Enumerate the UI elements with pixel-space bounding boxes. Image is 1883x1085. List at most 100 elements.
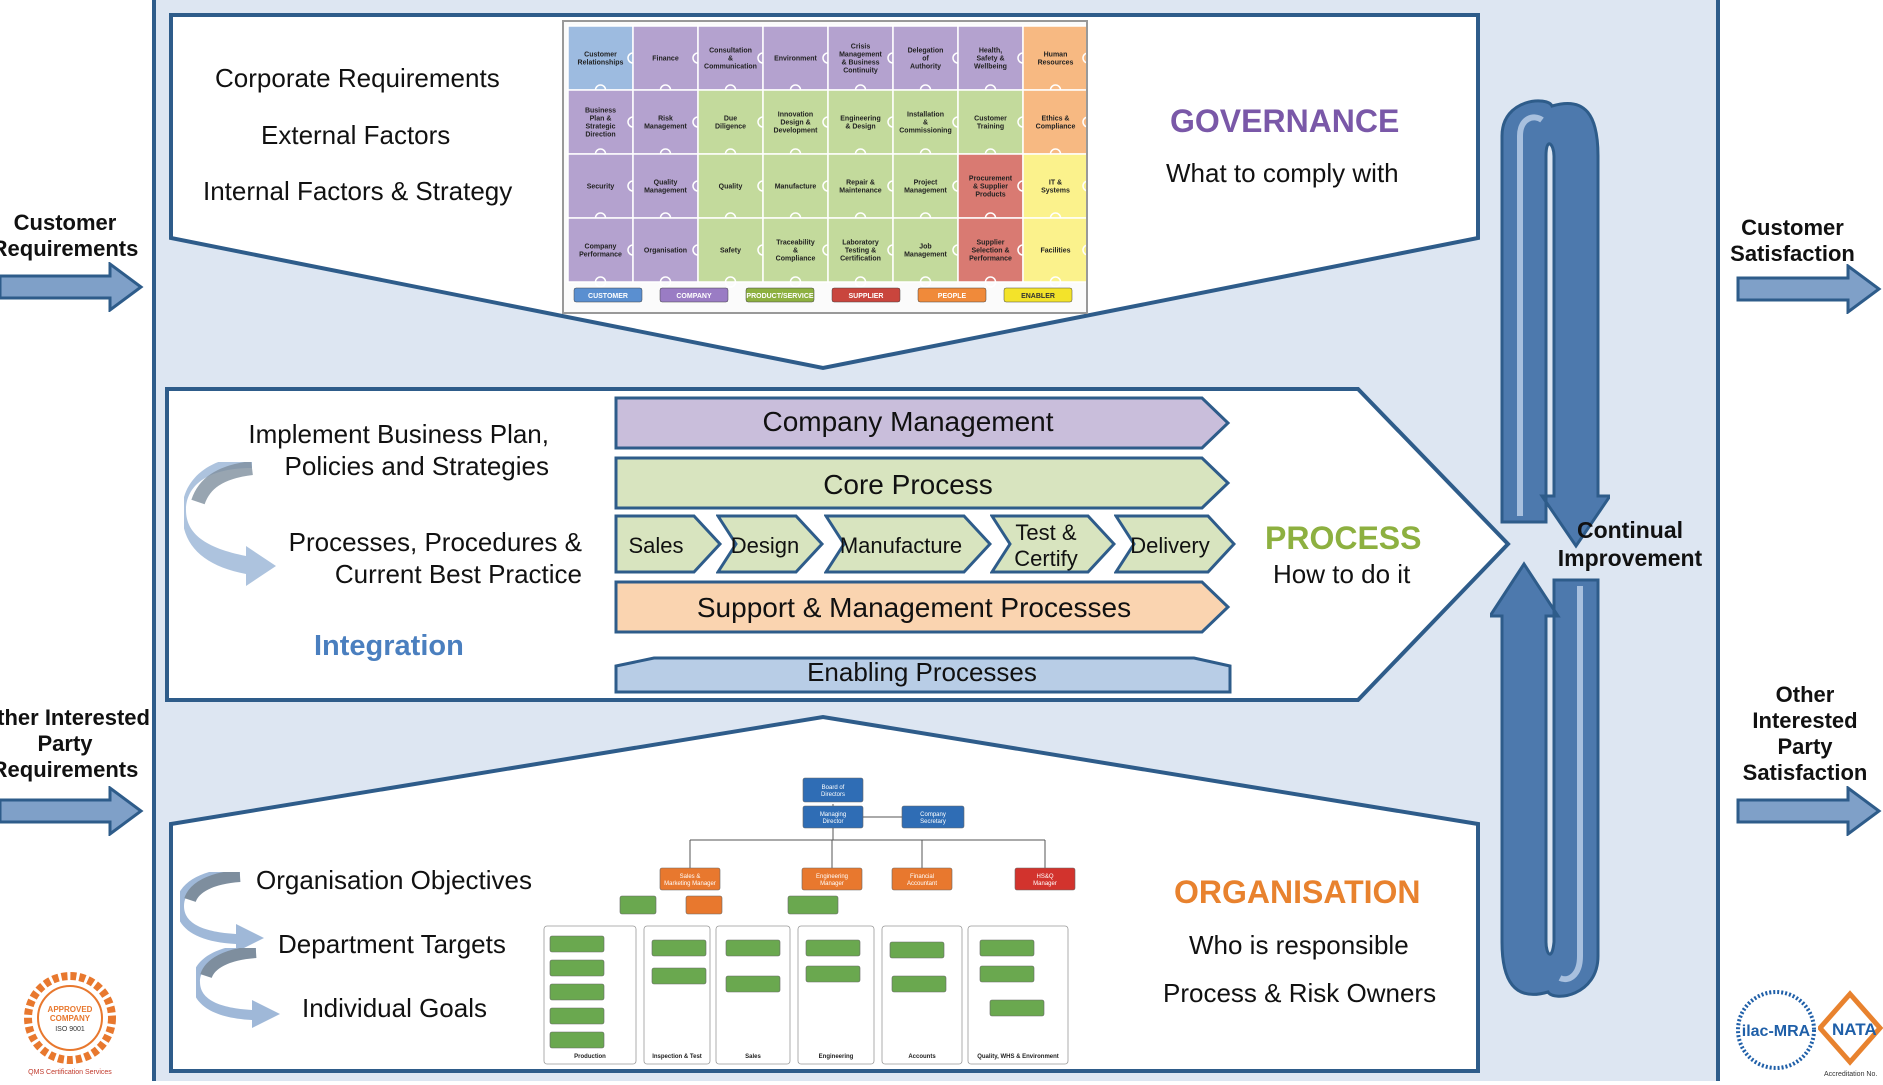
svg-text:APPROVED: APPROVED xyxy=(48,1005,93,1014)
organisation-arrow-icon-2 xyxy=(196,948,280,1028)
step-delivery: Delivery xyxy=(1130,533,1210,558)
puzzle-cell xyxy=(827,153,894,219)
puzzle-knob xyxy=(854,276,867,288)
puzzle-cell xyxy=(957,89,1024,155)
organisation-panel xyxy=(169,714,1480,1073)
integration-arrow-icon xyxy=(184,462,276,586)
puzzle-legend-item xyxy=(1003,287,1073,303)
org-department-label: Engineering xyxy=(819,1054,854,1060)
puzzle-cell-label: IT &Systems xyxy=(1041,180,1070,195)
step-delivery-shape xyxy=(1114,514,1236,574)
org-department-label: Inspection & Test xyxy=(652,1054,702,1060)
puzzle-cell-label: Security xyxy=(587,184,615,191)
org-staff-box xyxy=(651,939,707,957)
puzzle-cell xyxy=(892,153,959,219)
other-requirements-label: Other Interested Party Requirements xyxy=(0,705,150,782)
org-staff-box xyxy=(805,965,861,983)
input-arrow-other xyxy=(0,786,144,836)
puzzle-legend-item xyxy=(659,287,729,303)
org-staff-box xyxy=(891,975,947,993)
org-company-secretary xyxy=(901,805,965,829)
other-satisfaction-label: Other Interested Party Satisfaction xyxy=(1742,682,1868,785)
org-department-label: Production xyxy=(574,1054,606,1060)
puzzle-cell xyxy=(567,217,634,283)
continual-improvement-loop xyxy=(1490,99,1610,998)
puzzle-cell xyxy=(632,217,699,283)
puzzle-legend-item xyxy=(831,287,901,303)
continual-improvement-label: Continual Improvement xyxy=(1557,517,1703,571)
org-staff-box xyxy=(549,983,605,1001)
step-design: Design xyxy=(730,533,800,558)
org-manager xyxy=(659,867,721,891)
puzzle-cell xyxy=(632,25,699,91)
governance-subtitle: What to comply with xyxy=(1166,158,1399,188)
governance-item-1: Corporate Requirements xyxy=(215,63,500,93)
iso-approved-badge: APPROVED COMPANY ISO 9001 QMS Certificat… xyxy=(20,970,130,1080)
puzzle-cell xyxy=(697,217,764,283)
puzzle-knob xyxy=(984,276,997,288)
puzzle-cell-label: Environment xyxy=(774,56,817,63)
svg-text:ISO 9001: ISO 9001 xyxy=(55,1026,85,1033)
org-staff-box xyxy=(685,895,723,915)
process-item-2: Processes, Procedures & Current Best Pra… xyxy=(288,527,582,589)
output-arrow-other xyxy=(1736,786,1882,836)
company-management-bar xyxy=(614,396,1231,450)
svg-text:COMPANY: COMPANY xyxy=(50,1014,91,1023)
puzzle-cell xyxy=(762,217,829,283)
puzzle-cell xyxy=(827,217,894,283)
step-sales-shape xyxy=(614,514,723,574)
puzzle-cell-label: Quality xyxy=(719,184,743,191)
org-department-label: Sales xyxy=(745,1054,761,1060)
puzzle-cell-label: Engineering& Design xyxy=(840,116,880,131)
org-department-label: Accounts xyxy=(908,1054,936,1060)
puzzle-knob xyxy=(659,276,672,288)
support-processes-label: Support & Management Processes xyxy=(696,592,1132,623)
svg-text:QMS Certification Services: QMS Certification Services xyxy=(28,1069,112,1076)
customer-satisfaction-label: Customer Satisfaction xyxy=(1730,215,1855,266)
org-manager-label: Sales &Marketing Manager xyxy=(664,874,716,887)
governance-title: GOVERNANCE xyxy=(1170,103,1400,139)
org-department-box xyxy=(715,925,791,1065)
org-staff-box xyxy=(549,1007,605,1025)
puzzle-cell-label: Safety xyxy=(720,248,741,255)
ilac-mra-logo: ilac-MRA xyxy=(1736,990,1816,1072)
puzzle-cell xyxy=(957,217,1024,283)
puzzle-cell-label: Repair &Maintenance xyxy=(839,180,882,195)
puzzle-cell xyxy=(567,89,634,155)
org-staff-box xyxy=(979,939,1035,957)
process-title: PROCESS xyxy=(1265,520,1422,556)
step-test-certify: Test & Certify xyxy=(1014,520,1078,571)
org-department-box xyxy=(643,925,711,1065)
support-processes-bar xyxy=(614,580,1231,634)
organisation-title: ORGANISATION xyxy=(1174,874,1421,910)
puzzle-cell-label: Traceability&Compliance xyxy=(776,240,816,263)
output-arrow-customer xyxy=(1736,264,1882,314)
core-process-bar xyxy=(614,456,1231,510)
org-staff-box xyxy=(651,967,707,985)
org-manager xyxy=(1014,867,1076,891)
puzzle-cell xyxy=(892,89,959,155)
puzzle-knob xyxy=(1049,276,1062,288)
process-item-1: Implement Business Plan, Policies and St… xyxy=(248,419,549,481)
puzzle-cell xyxy=(762,25,829,91)
org-department-label: Quality, WHS & Environment xyxy=(977,1054,1059,1060)
puzzle-cell xyxy=(632,89,699,155)
step-manufacture-shape xyxy=(824,514,992,574)
puzzle-knob xyxy=(724,276,737,288)
org-staff-box xyxy=(619,895,657,915)
puzzle-legend-label: COMPANY xyxy=(676,293,712,300)
puzzle-cell xyxy=(1022,153,1089,219)
puzzle-cell-label: Facilities xyxy=(1041,248,1071,255)
organisation-subtitle-2: Process & Risk Owners xyxy=(1163,978,1437,1008)
